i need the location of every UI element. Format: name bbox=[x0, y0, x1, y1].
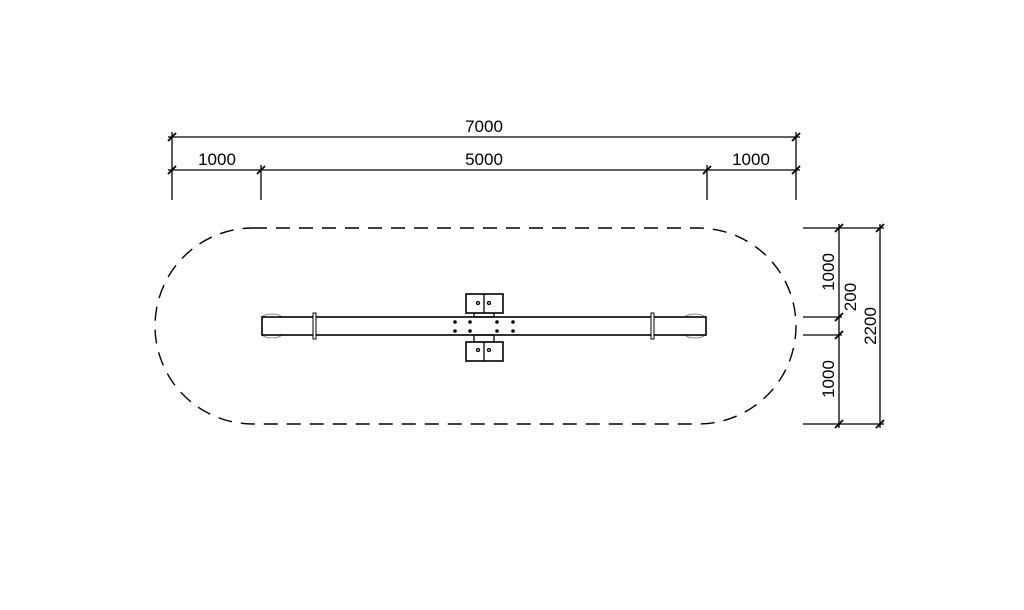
dim-beam-length: 5000 bbox=[465, 150, 503, 169]
safety-zone-outline bbox=[154, 227, 797, 425]
vertical-dimensions bbox=[803, 223, 885, 429]
dim-beam-width: 200 bbox=[841, 283, 860, 311]
dim-overall-width: 2200 bbox=[861, 307, 880, 345]
seat-bottom bbox=[465, 334, 504, 362]
horizontal-dimensions bbox=[167, 132, 801, 200]
dim-bottom-clearance: 1000 bbox=[819, 360, 838, 398]
dim-top-clearance: 1000 bbox=[819, 253, 838, 291]
dim-left-clearance: 1000 bbox=[198, 150, 236, 169]
dim-overall-length: 7000 bbox=[465, 117, 503, 136]
dim-right-clearance: 1000 bbox=[732, 150, 770, 169]
seat-top bbox=[465, 293, 504, 318]
